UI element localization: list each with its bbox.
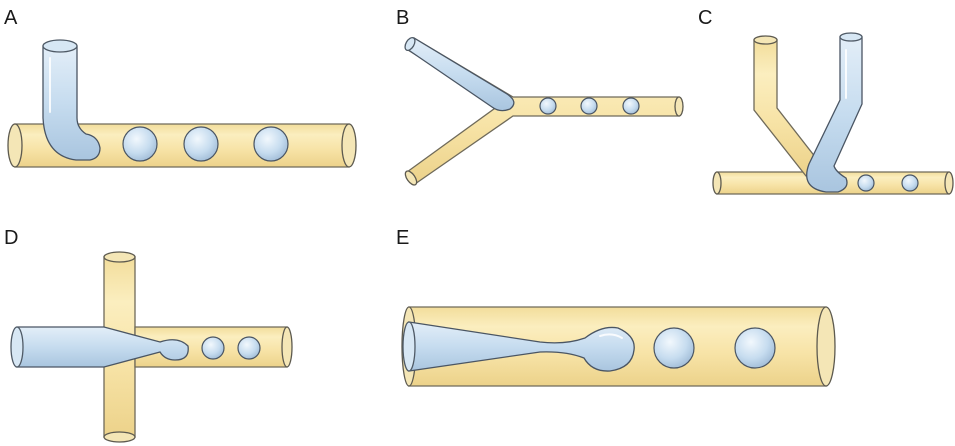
droplet (201, 336, 225, 360)
panel-e: E (396, 227, 836, 387)
droplets-e (653, 327, 776, 369)
panel-b: B (396, 7, 684, 186)
droplet (253, 126, 289, 162)
droplet (122, 126, 158, 162)
droplets-b (539, 97, 640, 115)
droplet (901, 174, 919, 192)
panel-label-e: E (396, 227, 409, 249)
droplet (183, 126, 219, 162)
droplet (734, 327, 776, 369)
panel-c: C (698, 7, 954, 195)
dispersed-inlet-c (806, 32, 863, 193)
panel-label-d: D (4, 227, 18, 249)
droplets-d (201, 336, 261, 360)
panel-d: D (4, 227, 293, 443)
droplets-c (857, 174, 919, 192)
droplet (653, 327, 695, 369)
dispersed-inlet-b (404, 36, 515, 112)
droplet (237, 336, 261, 360)
panel-label-c: C (698, 7, 712, 29)
panel-label-a: A (4, 7, 18, 29)
panel-label-b: B (396, 7, 409, 29)
panel-a: A (4, 7, 357, 168)
dispersed-thread-e (402, 321, 635, 372)
dispersed-inlet-d (10, 326, 189, 368)
dispersed-inlet-a (42, 39, 101, 161)
droplets-a (122, 126, 289, 162)
droplet (857, 174, 875, 192)
droplet (580, 97, 598, 115)
droplet (622, 97, 640, 115)
droplet (539, 97, 557, 115)
